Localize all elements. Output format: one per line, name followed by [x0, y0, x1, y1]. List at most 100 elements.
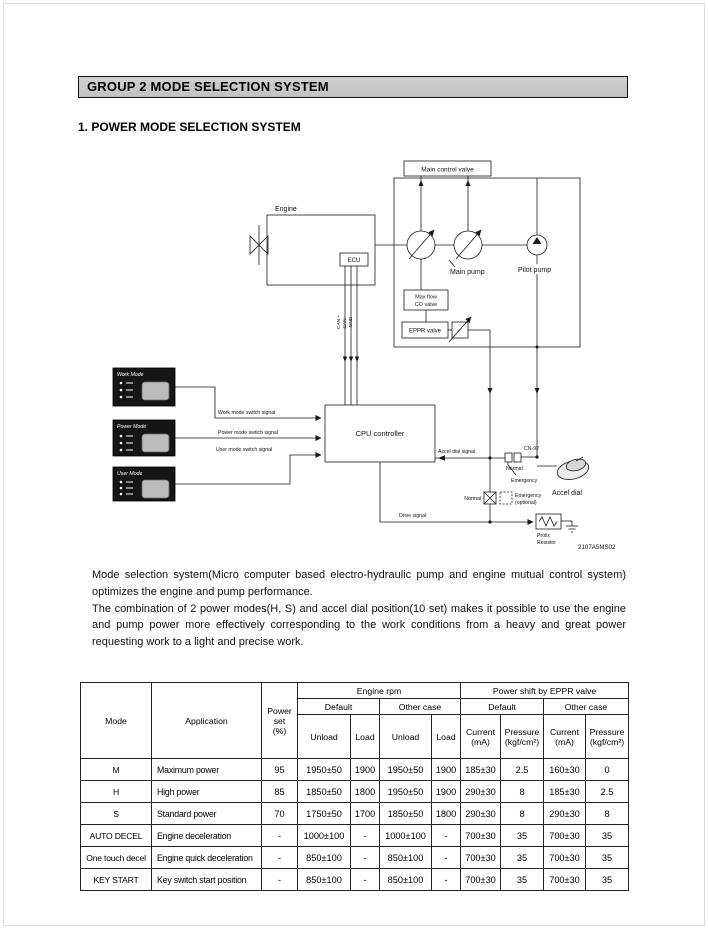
section-title: 1. POWER MODE SELECTION SYSTEM [78, 120, 301, 134]
emergency-a-label: Emergency [511, 478, 538, 484]
ecu-label: ECU [348, 258, 361, 264]
user-mode-screen [141, 479, 170, 499]
pump-unit-outline [393, 177, 581, 348]
power-mode-title: Power Mode [117, 424, 146, 430]
accel-dial-label: Accel dial [552, 490, 582, 497]
value-cell: - [350, 846, 380, 869]
value-cell: 1950±50 [297, 758, 351, 781]
mode-cell: One touch decel [80, 846, 152, 869]
header-current: Current (mA) [543, 714, 586, 759]
value-cell: 35 [584, 824, 630, 847]
mode-cell: M [80, 758, 152, 781]
pilot-pump-label: Pilot pump [518, 267, 551, 274]
header-application: Application [151, 682, 262, 759]
application-cell: Engine deceleration [151, 824, 262, 847]
accel-dial: Accel dial [537, 456, 590, 497]
value-cell: 850±100 [379, 846, 432, 869]
header-other-case: Other case [379, 698, 461, 715]
value-cell: 1900 [350, 758, 380, 781]
mode-cell: S [80, 802, 152, 825]
value-cell: 700±30 [460, 868, 501, 891]
prolix-label-1: Prolix [537, 533, 550, 539]
application-cell: High power [151, 780, 262, 803]
value-cell: 1800 [431, 802, 461, 825]
ground-icon [566, 525, 578, 533]
value-cell: 8 [584, 802, 630, 825]
fan-icon [249, 235, 260, 255]
value-cell: 95 [261, 758, 298, 781]
cpu-controller: CPU controller [324, 404, 436, 463]
power-signal-label: Power mode swtich signal [218, 430, 278, 436]
max-flow-label-2: CO valve [415, 302, 438, 308]
value-cell: 1000±100 [379, 824, 432, 847]
work-mode-title: Work Mode [117, 372, 144, 378]
paragraph: Mode selection system(Micro computer bas… [92, 569, 626, 598]
mcv-label: Main control valve [421, 167, 474, 174]
value-cell: - [350, 868, 380, 891]
normal-emergency-optional: Normal Emergency (optional) [464, 458, 542, 524]
header-power-shift: Power shift by EPPR valve [459, 682, 630, 699]
description-text: Mode selection system(Micro computer bas… [92, 567, 626, 651]
value-cell: - [431, 868, 461, 891]
ecu: ECU [339, 252, 369, 267]
value-cell: - [431, 824, 461, 847]
max-flow-co-valve: Max flow CO valve [403, 259, 449, 311]
user-signal-label: User mode switch signal [216, 447, 272, 453]
main-pump: Main pump [375, 229, 485, 276]
mode-cell: KEY START [80, 868, 152, 891]
header-pressure: Pressure (kgf/cm²) [500, 714, 544, 759]
value-cell: 1850±50 [297, 780, 351, 803]
header-mode: Mode [80, 682, 152, 759]
value-cell: - [261, 868, 298, 891]
value-cell: 700±30 [543, 824, 586, 847]
optional-label: (optional) [515, 500, 537, 506]
value-cell: 700±30 [543, 846, 586, 869]
main-control-valve: Main control valve [403, 160, 492, 231]
pilot-pump: Pilot pump [482, 178, 551, 457]
normal-b-label: Normal [464, 496, 481, 502]
value-cell: 8 [500, 780, 544, 803]
value-cell: 185±30 [460, 758, 501, 781]
value-cell: 35 [500, 824, 544, 847]
value-cell: 290±30 [460, 802, 501, 825]
power-mode-panel: Power Mode [112, 419, 176, 457]
work-mode-panel: Work Mode [112, 367, 176, 407]
work-mode-screen [141, 381, 170, 401]
value-cell: - [431, 846, 461, 869]
value-cell: 8 [500, 802, 544, 825]
work-signal-label: Work mode switch signal [218, 410, 275, 416]
paragraph: The combination of 2 power modes(H, S) a… [92, 602, 626, 649]
value-cell: 1000±100 [297, 824, 351, 847]
normal-a-label: Normal [506, 466, 523, 472]
user-mode-panel: User Mode [112, 466, 176, 502]
cn92-label: CN-92 [524, 446, 539, 452]
value-cell: 1900 [431, 758, 461, 781]
header-pressure: Pressure (kgf/cm²) [584, 714, 630, 759]
value-cell: 35 [500, 846, 544, 869]
application-cell: Standard power [151, 802, 262, 825]
emergency-b-label: Emergency [515, 493, 542, 499]
value-cell: 0 [584, 758, 630, 781]
group-header: GROUP 2 MODE SELECTION SYSTEM [78, 76, 628, 98]
prolix-label-2: Resistor [537, 540, 556, 546]
value-cell: 2.5 [500, 758, 544, 781]
value-cell: 850±100 [297, 868, 351, 891]
cn92-connector: CN-92 Normal Emergency [504, 446, 539, 484]
header-load: Load [350, 714, 380, 759]
value-cell: - [261, 824, 298, 847]
engine-label: Engine [275, 206, 297, 213]
power-mode-screen [141, 433, 170, 453]
main-pump-label: Main pump [450, 269, 485, 276]
can-minus-label: CAN - [342, 315, 348, 328]
value-cell: 1950±50 [379, 758, 432, 781]
value-cell: 185±30 [543, 780, 586, 803]
application-cell: Engine quick deceleration [151, 846, 262, 869]
power-mode-spec-table: Mode Application Power set (%) Engine rp… [80, 682, 630, 891]
eppr-valve: EPPR valve [401, 310, 493, 458]
max-flow-label-1: Max flow [415, 295, 437, 301]
